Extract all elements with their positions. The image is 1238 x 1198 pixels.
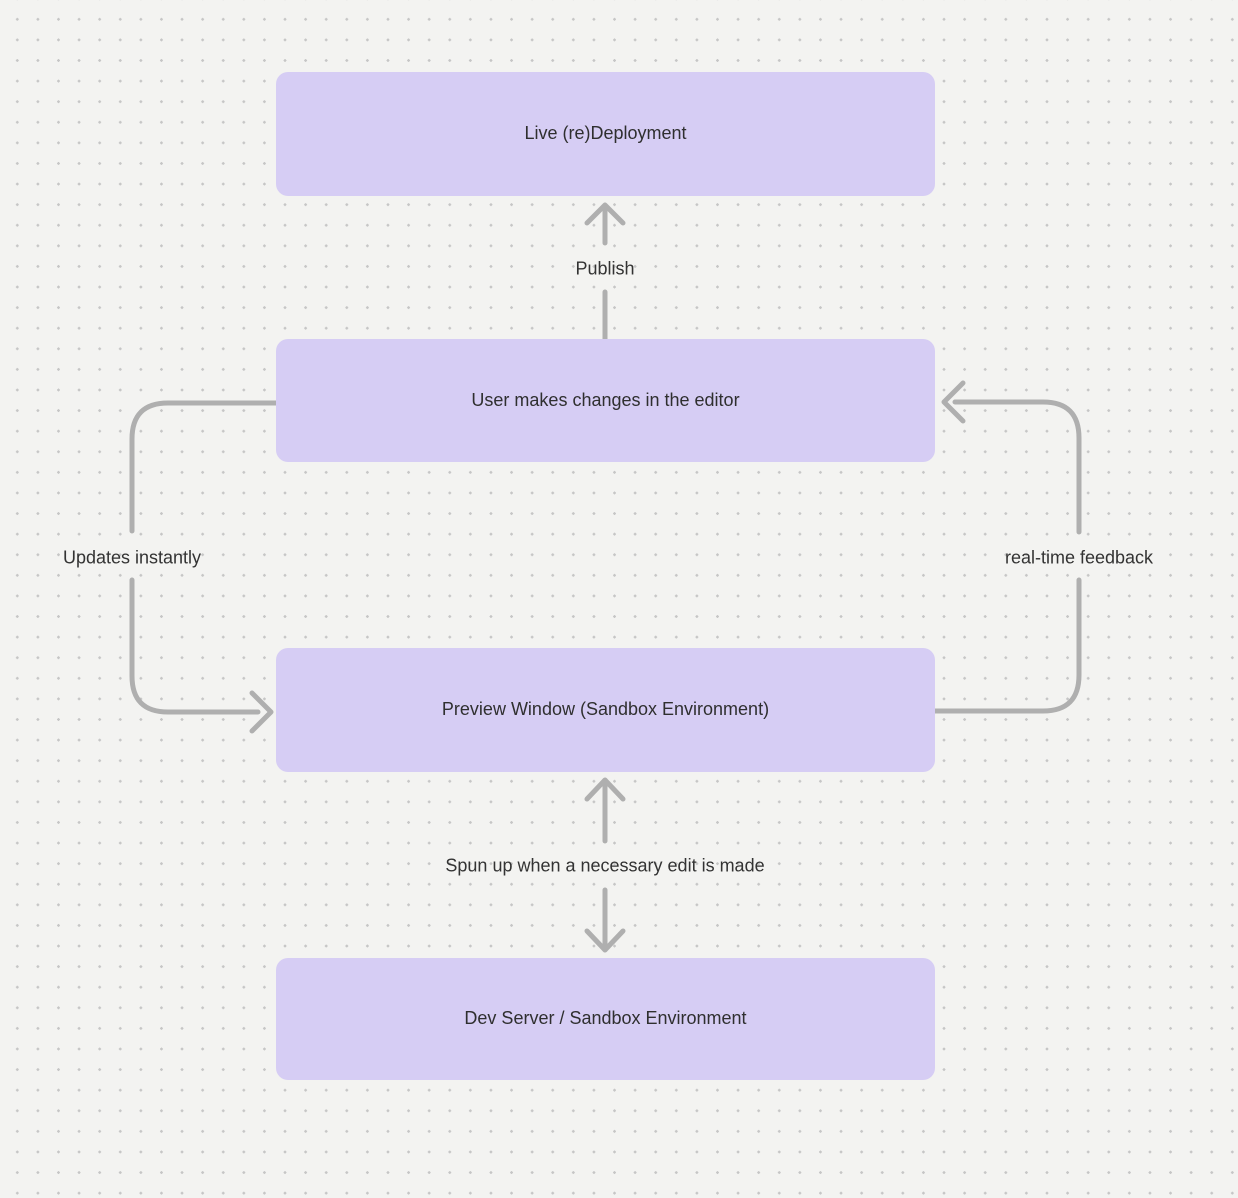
arrow-spun-head-up [584,777,626,802]
node-label: Preview Window (Sandbox Environment) [441,699,770,720]
arrow-feedback-upper-segment [952,399,1082,535]
arrow-updates-upper-segment [129,400,283,534]
node-preview-window[interactable]: Preview Window (Sandbox Environment) [276,648,935,772]
arrow-spun-up [584,777,626,953]
arrow-publish [584,202,626,344]
arrow-updates-head-right [249,690,274,734]
node-label: Live (re)Deployment [524,123,687,144]
edge-label-real-time-feedback: real-time feedback [1004,547,1154,568]
node-label: Dev Server / Sandbox Environment [464,1008,747,1029]
node-label: User makes changes in the editor [471,389,740,410]
arrow-publish-head-up [584,202,626,226]
arrow-updates-lower-segment [129,577,261,715]
arrow-updates-instantly [129,400,283,734]
arrow-spun-head-down [584,928,626,953]
node-live-redeployment[interactable]: Live (re)Deployment [276,72,935,196]
edge-label-publish: Publish [575,258,635,279]
node-editor-changes[interactable]: User makes changes in the editor [276,339,935,462]
node-dev-server[interactable]: Dev Server / Sandbox Environment [276,958,935,1080]
edge-label-updates-instantly: Updates instantly [62,547,202,568]
arrow-feedback-head-left [941,380,966,424]
edge-label-spun-up: Spun up when a necessary edit is made [445,855,765,876]
arrow-realtime-feedback [927,380,1082,714]
arrow-feedback-lower-segment [927,577,1082,714]
